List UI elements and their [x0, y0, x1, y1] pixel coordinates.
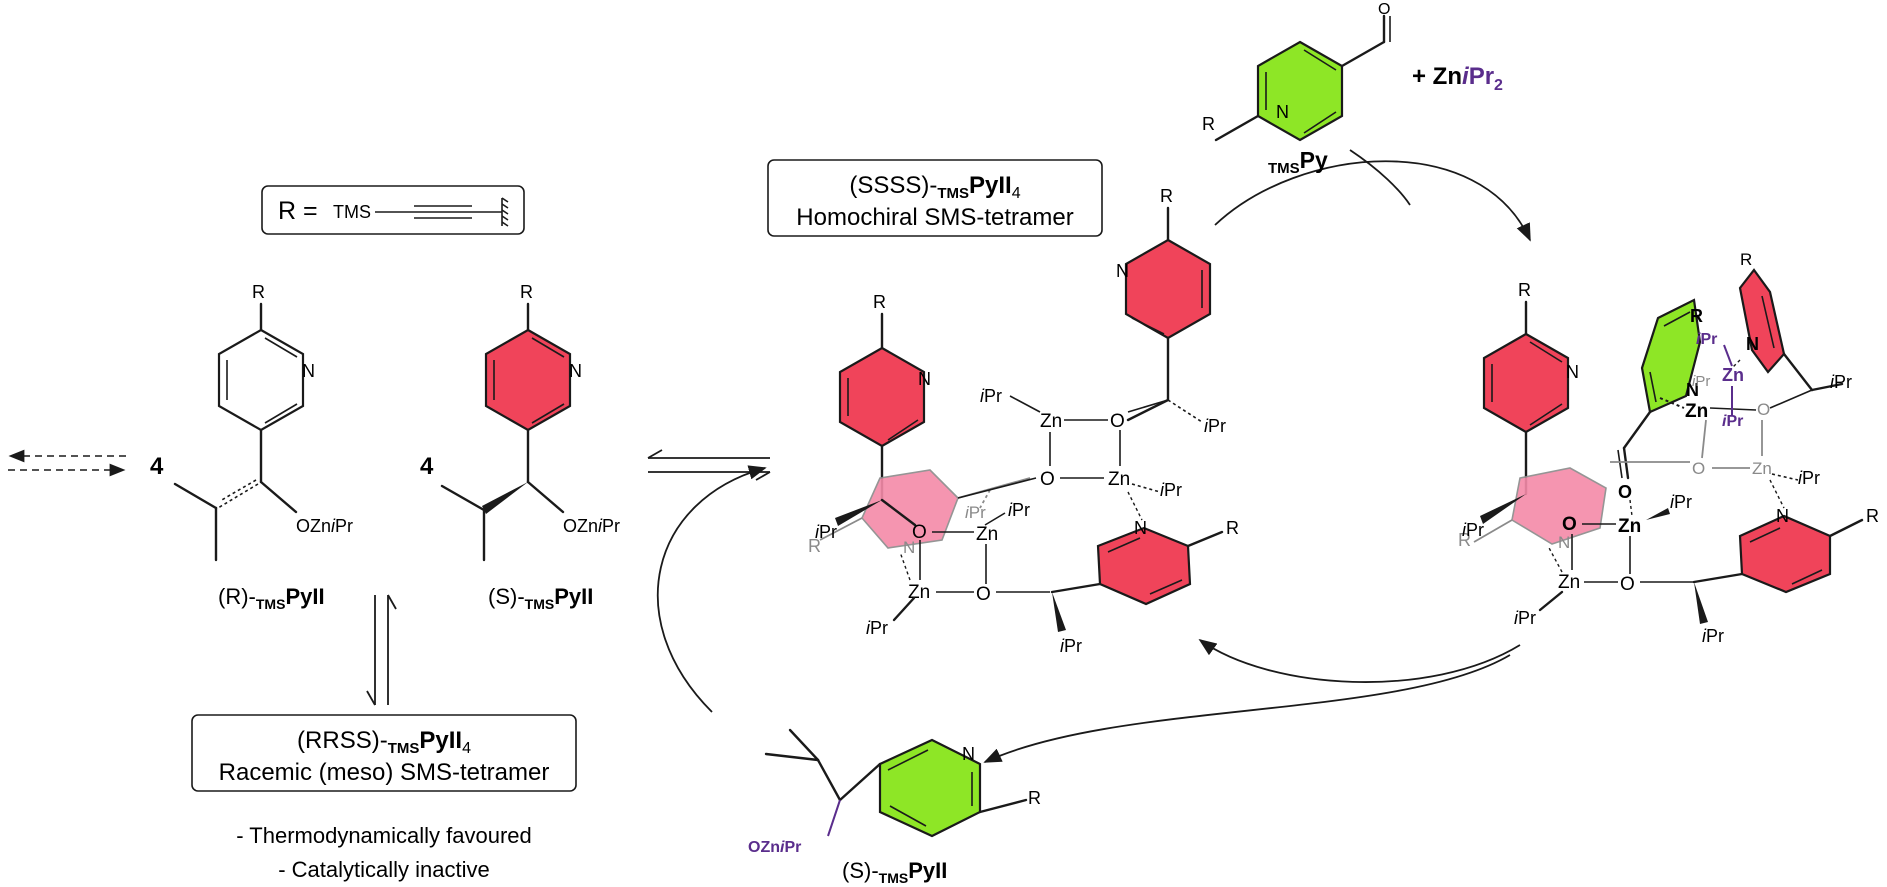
- zn-m-1: Zn: [976, 524, 998, 545]
- product-s-pyii: N R OZniPr (S)-TMSPyII: [748, 728, 1041, 886]
- reagent-tmspy: N O R TMSPy + ZniPr2: [1202, 1, 1503, 177]
- r-pyii-monomer: 4 R N OZniPr (R)-TMSPyII: [150, 282, 353, 612]
- ipr-m1: iPr: [1204, 416, 1226, 436]
- o-i2: O: [1620, 574, 1635, 595]
- ipr-m3: iPr: [1008, 500, 1030, 520]
- r-label-m3: R: [1226, 518, 1239, 538]
- o-m-4: O: [1040, 469, 1055, 490]
- ipr-m5: iPr: [980, 386, 1002, 406]
- ipr-grey-i: iPr: [1692, 373, 1710, 390]
- ozn-ipr-product: OZniPr: [748, 839, 801, 856]
- n-label-i2: N: [1746, 334, 1759, 354]
- r-pyii-name: (R)-TMSPyII: [218, 584, 325, 612]
- pyridine-n-label: N: [302, 361, 315, 381]
- ipr-grey-m: iPr: [965, 503, 986, 522]
- n-reagent: N: [1276, 102, 1289, 122]
- tms-label: TMS: [333, 202, 371, 222]
- s-pyii-name: (S)-TMSPyII: [488, 584, 593, 612]
- horizontal-equilibrium-arrows: [647, 449, 771, 481]
- o-reagent: O: [1378, 1, 1390, 18]
- ipr-m7: iPr: [1060, 636, 1082, 656]
- n-label-m3: N: [1134, 518, 1147, 538]
- o-i1: O: [1562, 514, 1577, 535]
- zn-m-3: Zn: [1040, 411, 1062, 432]
- note-thermodynamic: - Thermodynamically favoured: [236, 823, 532, 848]
- o-i4: O: [1692, 459, 1705, 478]
- r-grey-m: R: [808, 536, 821, 556]
- ipr-m6: iPr: [1160, 480, 1182, 500]
- n-grey-m: N: [903, 538, 915, 557]
- r-substituent-label-s: R: [520, 282, 533, 302]
- meso-box-subtitle: Racemic (meso) SMS-tetramer: [219, 759, 550, 786]
- n-green-i: N: [1686, 380, 1699, 400]
- ipr-purple-2: iPr: [1722, 413, 1743, 430]
- ipr-m2: iPr: [815, 522, 837, 542]
- meso-box-title: (RRSS)-TMSPyII4: [297, 727, 471, 757]
- o-m-1: O: [912, 522, 927, 543]
- tmspy-name: TMSPy: [1268, 147, 1328, 177]
- zn-i3: Zn: [1685, 401, 1708, 422]
- zn-m-4: Zn: [1108, 469, 1130, 490]
- product-name: (S)-TMSPyII: [842, 858, 947, 886]
- ipr-i3: iPr: [1514, 608, 1536, 628]
- ipr-purple-1: iPr: [1696, 331, 1717, 348]
- r-product: R: [1028, 788, 1041, 808]
- r-label-i2: R: [1740, 250, 1752, 269]
- vertical-equilibrium-arrows: [366, 594, 397, 706]
- r-label-m1: R: [1160, 186, 1173, 206]
- homochiral-box-title: (SSSS)-TMSPyII4: [849, 172, 1020, 202]
- r-definition-box: R = TMS: [261, 185, 525, 235]
- note-inactive: - Catalytically inactive: [278, 857, 490, 882]
- zn-i5: Zn: [1752, 459, 1772, 478]
- count-four-right: 4: [420, 453, 434, 480]
- ozn-ipr-label-s: OZniPr: [563, 516, 620, 536]
- count-four-left: 4: [150, 453, 164, 480]
- r-grey-i: R: [1458, 530, 1471, 550]
- n-label-m1: N: [1116, 261, 1129, 281]
- zn-i1: Zn: [1618, 516, 1641, 537]
- o-i3: O: [1757, 400, 1770, 419]
- ipr-i1: iPr: [1462, 520, 1484, 540]
- r-equals-label: R =: [278, 197, 318, 225]
- catalytic-cycle-arrows: [656, 149, 1531, 763]
- intermediate-complex: R N R N iPr O Zn Zn O iPr iPr N R: [1458, 250, 1879, 646]
- n-label-i3: N: [1776, 506, 1789, 526]
- r-label-i3: R: [1866, 506, 1879, 526]
- dashed-equilibrium-arrows: [8, 449, 126, 477]
- n-label-i1: N: [1566, 362, 1579, 382]
- zn-ipr2-reagent: + ZniPr2: [1412, 63, 1503, 94]
- ipr-i5: iPr: [1830, 372, 1852, 392]
- homochiral-tetramer-box: (SSSS)-TMSPyII4 Homochiral SMS-tetramer: [767, 159, 1103, 237]
- ipr-m4: iPr: [866, 618, 888, 638]
- r-green-i: R: [1690, 306, 1703, 326]
- homochiral-tetramer-structure: R N iPr R N iPr R N iPr O Zn Zn O: [808, 186, 1239, 656]
- pyridine-n-label-s: N: [569, 361, 582, 381]
- n-product: N: [962, 744, 975, 764]
- homochiral-box-subtitle: Homochiral SMS-tetramer: [796, 204, 1073, 231]
- ipr-i4: iPr: [1798, 468, 1820, 488]
- o-m-2: O: [976, 584, 991, 605]
- ipr-i2: iPr: [1670, 492, 1692, 512]
- zn-i4: Zn: [1722, 365, 1744, 385]
- meso-tetramer-box: (RRSS)-TMSPyII4 Racemic (meso) SMS-tetra…: [191, 714, 577, 792]
- ipr-i6: iPr: [1702, 626, 1724, 646]
- ozn-ipr-label-r: OZniPr: [296, 516, 353, 536]
- zn-i2: Zn: [1558, 572, 1580, 593]
- r-reagent: R: [1202, 114, 1215, 134]
- n-grey-i: N: [1558, 533, 1570, 552]
- n-label-m2: N: [918, 369, 931, 389]
- o-green-i: O: [1618, 482, 1632, 502]
- s-pyii-monomer: 4 R N OZniPr (S)-TMSPyII: [420, 282, 620, 612]
- r-substituent-label: R: [252, 282, 265, 302]
- o-m-3: O: [1110, 411, 1125, 432]
- r-label-i1: R: [1518, 280, 1531, 300]
- r-label-m2: R: [873, 292, 886, 312]
